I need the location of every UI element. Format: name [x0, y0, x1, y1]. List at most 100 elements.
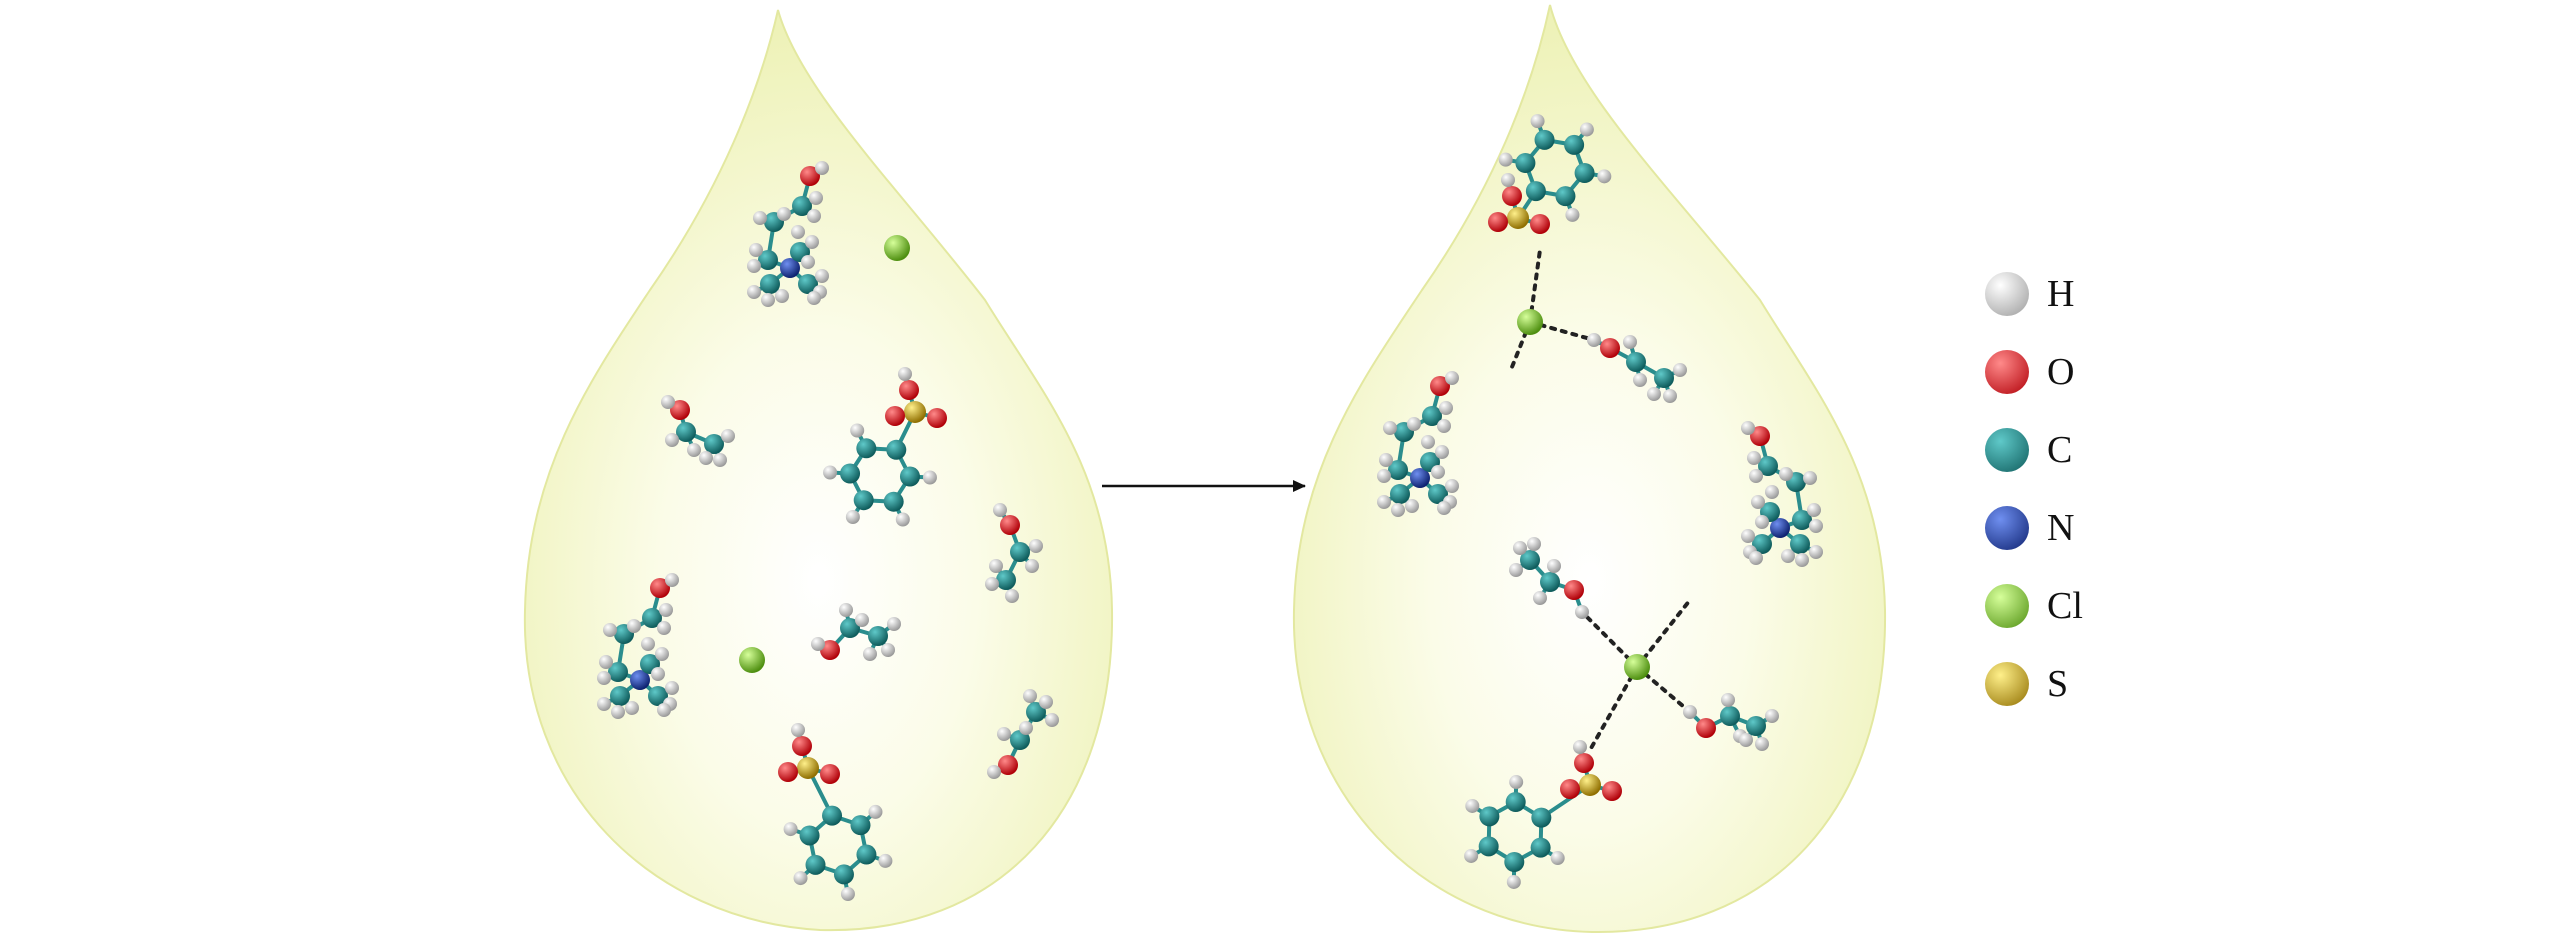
hydrogen-atom: [887, 617, 901, 631]
hydrogen-atom: [1383, 421, 1397, 435]
hydrogen-atom: [661, 395, 675, 409]
hydrogen-atom: [1509, 775, 1524, 790]
hydrogen-atom: [850, 423, 865, 438]
carbon-atom: [1390, 484, 1410, 504]
carbon-atom: [1479, 806, 1500, 827]
nitrogen-atom: [780, 258, 800, 278]
hydrogen-atom: [657, 703, 671, 717]
hydrogen-atom: [1437, 419, 1451, 433]
hydrogen-atom: [1623, 335, 1637, 349]
hydrogen-atom: [713, 453, 727, 467]
hydrogen-atom: [1683, 705, 1697, 719]
hydrogen-atom: [1587, 333, 1601, 347]
carbon-atom: [1010, 542, 1030, 562]
hydrogen-atom: [761, 293, 775, 307]
hydrogen-atom: [1437, 501, 1451, 515]
hydrogen-atom: [1741, 421, 1755, 435]
legend-label-s: S: [2047, 663, 2069, 705]
carbon-atom: [1540, 572, 1560, 592]
legend-row-c: C: [1985, 424, 2185, 502]
hydrogen-atom: [815, 161, 829, 175]
hydrogen-atom: [881, 643, 895, 657]
sulfur-atom: [1579, 774, 1601, 796]
hydrogen-atom: [655, 647, 669, 661]
hydrogen-atom: [863, 647, 877, 661]
hydrogen-bond: [1588, 665, 1639, 752]
carbon-atom: [1564, 134, 1585, 155]
carbon-atom: [798, 274, 818, 294]
hydrogen-atom: [805, 235, 819, 249]
hydrogen-atom: [839, 603, 853, 617]
hydrogen-atom: [1575, 605, 1589, 619]
legend-label-o: O: [2047, 351, 2075, 393]
hydrogen-atom: [747, 285, 761, 299]
carbon-atom: [868, 626, 888, 646]
carbon-atom: [1752, 534, 1772, 554]
oxygen-atom: [1574, 753, 1594, 773]
oxygen-atom: [998, 755, 1018, 775]
hydrogen-atom: [699, 451, 713, 465]
hydrogen-atom: [1045, 713, 1059, 727]
hydrogen-atom: [1498, 152, 1513, 167]
hydrogen-atom: [1530, 114, 1545, 129]
carbon-atom: [1746, 716, 1766, 736]
hydrogen-atom: [783, 822, 798, 837]
carbon-atom: [799, 825, 820, 846]
carbon-atom: [1720, 706, 1740, 726]
hydrogen-atom: [993, 503, 1007, 517]
hydrogen-atom: [1565, 207, 1580, 222]
hydrogen-atom: [1023, 689, 1037, 703]
hydrogen-atom: [651, 667, 665, 681]
carbon-atom: [1525, 181, 1546, 202]
hydrogen-atom: [1377, 495, 1391, 509]
sulfur-atom: [797, 757, 819, 779]
hydrogen-atom: [657, 621, 671, 635]
hydrogen-atom: [868, 804, 883, 819]
hydrogen-atom: [1005, 589, 1019, 603]
hydrogen-atom: [1749, 551, 1763, 565]
hydrogen-atom: [1435, 445, 1449, 459]
nitrogen-color-swatch: [1985, 506, 2029, 550]
hydrogen-atom: [665, 573, 679, 587]
hydrogen-atom: [1464, 848, 1479, 863]
hydrogen-atom: [807, 209, 821, 223]
oxygen-atom: [1564, 580, 1584, 600]
carbon-atom: [792, 196, 812, 216]
atom-legend: H O C N Cl S: [1985, 268, 2185, 736]
hydrogen-atom: [807, 291, 821, 305]
hydrogen-atom: [1755, 515, 1769, 529]
hydrogen-atom: [1721, 693, 1735, 707]
hydrogen-atom: [1431, 465, 1445, 479]
hydrogen-atom: [1741, 529, 1755, 543]
hydrogen-atom: [985, 577, 999, 591]
carbon-atom: [1026, 702, 1046, 722]
hydrogen-atom: [1550, 851, 1565, 866]
hydrogen-atom: [997, 727, 1011, 741]
hydrogen-atom: [597, 671, 611, 685]
hydrogen-atom: [1765, 485, 1779, 499]
hydrogen-bond: [1635, 598, 1692, 669]
carbon-atom: [1758, 456, 1778, 476]
legend-label-n: N: [2047, 507, 2075, 549]
hydrogen-atom: [989, 559, 1003, 573]
carbon-atom: [833, 864, 854, 885]
carbon-atom: [996, 570, 1016, 590]
hydrogen-atom: [687, 443, 701, 457]
hydrogen-color-swatch: [1985, 272, 2029, 316]
oxygen-atom: [1000, 515, 1020, 535]
hydrogen-atom: [1739, 733, 1753, 747]
hydrogen-atom: [1445, 479, 1459, 493]
oxygen-atom: [899, 380, 919, 400]
carbon-atom: [760, 274, 780, 294]
carbon-atom: [1792, 510, 1812, 530]
legend-row-s: S: [1985, 658, 2185, 736]
oxygen-atom: [792, 736, 812, 756]
oxygen-atom: [885, 406, 905, 426]
oxygen-atom: [1600, 338, 1620, 358]
oxygen-atom: [1696, 718, 1716, 738]
hydrogen-atom: [665, 433, 679, 447]
hydrogen-atom: [809, 191, 823, 205]
hydrogen-atom: [659, 603, 673, 617]
hydrogen-atom: [811, 637, 825, 651]
